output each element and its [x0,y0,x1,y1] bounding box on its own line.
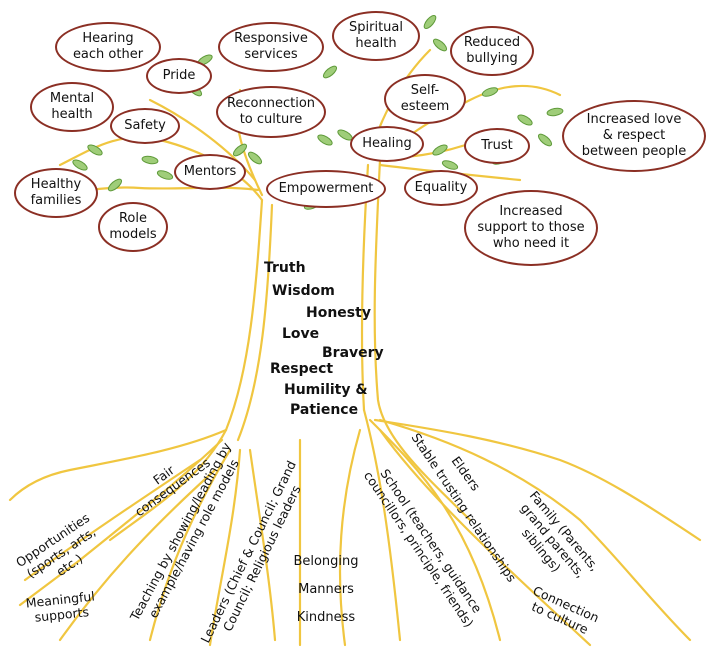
base-label: Manners [298,582,354,597]
trunk-value: Love [282,326,320,342]
canopy-oval: Equality [404,170,478,206]
canopy-oval: Reduced bullying [450,26,534,76]
canopy-oval: Empowerment [266,170,386,208]
canopy-oval: Responsive services [218,22,324,72]
canopy-oval: Mentors [174,154,246,190]
leaf-icon [537,133,553,147]
leaf-icon [232,143,248,157]
canopy-oval: Safety [110,108,180,144]
leaf-icon [441,160,459,170]
leaf-icon [546,107,564,117]
leaf-icon [107,178,123,192]
canopy-oval: Healing [350,126,424,162]
canopy-oval: Pride [146,58,212,94]
leaf-icon [87,144,103,156]
leaf-icon [432,38,448,52]
trunk-value: Truth [264,260,306,276]
canopy-oval: Trust [464,128,530,164]
canopy-oval: Mental health [30,82,114,132]
trunk-value: Wisdom [272,283,335,299]
leaf-icon [141,155,159,165]
trunk-value: Honesty [306,305,371,321]
canopy-oval: Self- esteem [384,74,466,124]
trunk-value: Bravery [322,345,384,361]
trunk-value: Humility & [284,382,368,398]
canopy-oval: Increased love & respect between people [562,100,706,172]
leaf-icon [156,170,174,180]
base-label: Kindness [296,610,356,625]
canopy-oval: Healthy families [14,168,98,218]
trunk-value: Patience [290,402,359,418]
canopy-oval: Hearing each other [55,22,161,72]
canopy-oval: Spiritual health [332,11,420,61]
leaf-icon [247,151,263,165]
leaf-icon [423,14,437,30]
canopy-oval: Increased support to those who need it [464,190,598,266]
leaf-icon [517,114,533,126]
leaf-icon [322,65,338,79]
canopy-oval: Reconnection to culture [216,86,326,138]
leaf-icon [317,134,333,146]
leaf-icon [72,159,88,171]
leaf-icon [432,144,448,156]
canopy-oval: Role models [98,202,168,252]
base-label: Belonging [293,554,359,569]
trunk-value: Respect [270,361,334,377]
leaf-icon [481,87,499,97]
